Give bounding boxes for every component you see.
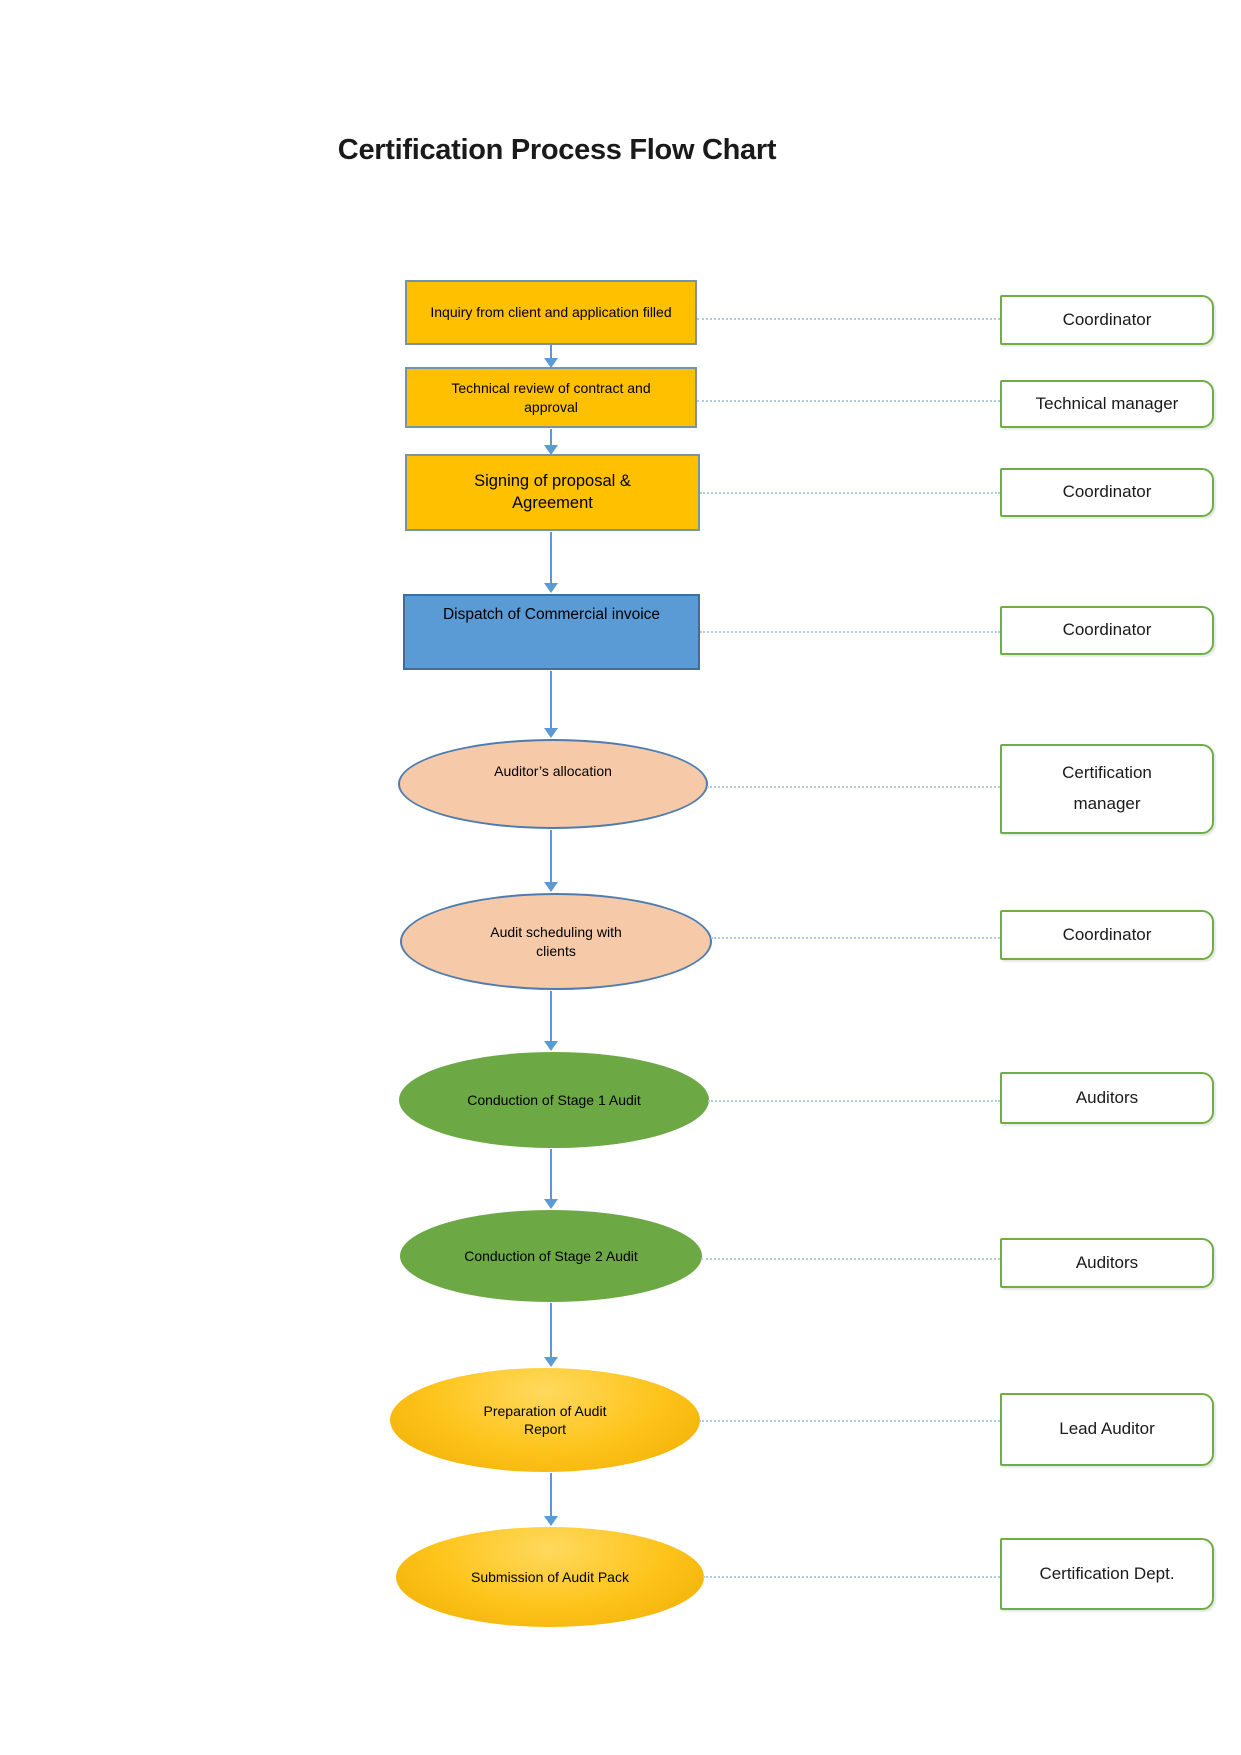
role-box-auditors-2: Auditors xyxy=(1000,1238,1214,1288)
page-title: Certification Process Flow Chart xyxy=(337,134,777,166)
step-inquiry-box: Inquiry from client and application fill… xyxy=(405,280,697,345)
step-stage2-audit-ellipse: Conduction of Stage 2 Audit xyxy=(400,1210,702,1302)
arrow-down-icon xyxy=(544,1199,558,1209)
step-stage1-audit-label: Conduction of Stage 1 Audit xyxy=(467,1091,641,1108)
step-audit-scheduling-label: Audit scheduling with clients xyxy=(490,924,622,959)
arrow-down-icon xyxy=(544,358,558,368)
flow-arrow-3 xyxy=(544,532,558,593)
step-audit-scheduling-ellipse: Audit scheduling with clients xyxy=(400,893,712,990)
role-box-coordinator-4: Coordinator xyxy=(1000,910,1214,960)
step-audit-report-label: Preparation of Audit Report xyxy=(483,1402,607,1437)
step-technical-review-label: Technical review of contract and approva… xyxy=(451,380,651,415)
role-box-lead-auditor: Lead Auditor xyxy=(1000,1393,1214,1466)
role-connector-7 xyxy=(708,1100,1000,1102)
step-signing-label: Signing of proposal & Agreement xyxy=(474,471,631,512)
arrow-down-icon xyxy=(544,1357,558,1367)
role-connector-4 xyxy=(700,631,1000,633)
flow-arrow-8 xyxy=(544,1303,558,1367)
role-connector-9 xyxy=(699,1420,1000,1422)
flow-arrow-7 xyxy=(544,1149,558,1209)
role-connector-2 xyxy=(697,400,1000,402)
role-box-certification-dept: Certification Dept. xyxy=(1000,1538,1214,1610)
role-label: Certification manager xyxy=(1062,763,1152,813)
role-connector-5 xyxy=(707,786,1000,788)
role-label: Coordinator xyxy=(1062,482,1152,502)
role-label: Auditors xyxy=(1075,1087,1139,1107)
arrow-down-icon xyxy=(544,882,558,892)
role-connector-3 xyxy=(700,492,1000,494)
role-box-coordinator-1: Coordinator xyxy=(1000,295,1214,345)
arrow-down-icon xyxy=(544,1516,558,1526)
role-box-technical-manager: Technical manager xyxy=(1000,380,1214,428)
step-stage1-audit-ellipse: Conduction of Stage 1 Audit xyxy=(399,1052,709,1148)
step-technical-review-box: Technical review of contract and approva… xyxy=(405,367,697,428)
step-stage2-audit-label: Conduction of Stage 2 Audit xyxy=(464,1247,638,1264)
role-label: Coordinator xyxy=(1062,924,1152,944)
arrow-down-icon xyxy=(544,445,558,455)
flow-arrow-4 xyxy=(544,671,558,738)
role-connector-1 xyxy=(697,318,1000,320)
role-box-coordinator-3: Coordinator xyxy=(1000,606,1214,655)
step-auditor-allocation-ellipse: Auditor’s allocation xyxy=(398,739,708,829)
arrow-down-icon xyxy=(544,1041,558,1051)
flow-arrow-9 xyxy=(544,1473,558,1526)
step-dispatch-invoice-box: Dispatch of Commercial invoice xyxy=(403,594,700,670)
role-label: Technical manager xyxy=(1035,393,1179,413)
role-box-certification-manager: Certification manager xyxy=(1000,744,1214,834)
step-audit-pack-ellipse: Submission of Audit Pack xyxy=(396,1527,704,1627)
flow-arrow-6 xyxy=(544,991,558,1051)
flow-arrow-2 xyxy=(544,429,558,455)
role-box-auditors-1: Auditors xyxy=(1000,1072,1214,1124)
role-connector-10 xyxy=(703,1576,1000,1578)
flow-arrow-5 xyxy=(544,830,558,892)
role-connector-6 xyxy=(711,937,1000,939)
step-inquiry-label: Inquiry from client and application fill… xyxy=(430,304,672,321)
step-audit-report-ellipse: Preparation of Audit Report xyxy=(390,1368,700,1472)
step-auditor-allocation-label: Auditor’s allocation xyxy=(494,762,612,779)
role-label: Coordinator xyxy=(1062,309,1152,329)
role-label: Auditors xyxy=(1075,1252,1139,1272)
flow-arrow-1 xyxy=(544,345,558,368)
arrow-down-icon xyxy=(544,583,558,593)
role-label: Certification Dept. xyxy=(1039,1563,1175,1583)
arrow-down-icon xyxy=(544,728,558,738)
role-connector-8 xyxy=(701,1258,1000,1260)
step-audit-pack-label: Submission of Audit Pack xyxy=(471,1568,629,1585)
role-box-coordinator-2: Coordinator xyxy=(1000,468,1214,517)
step-signing-box: Signing of proposal & Agreement xyxy=(405,454,700,531)
role-label: Lead Auditor xyxy=(1059,1419,1155,1439)
role-label: Coordinator xyxy=(1062,620,1152,640)
step-dispatch-invoice-label: Dispatch of Commercial invoice xyxy=(442,606,661,623)
